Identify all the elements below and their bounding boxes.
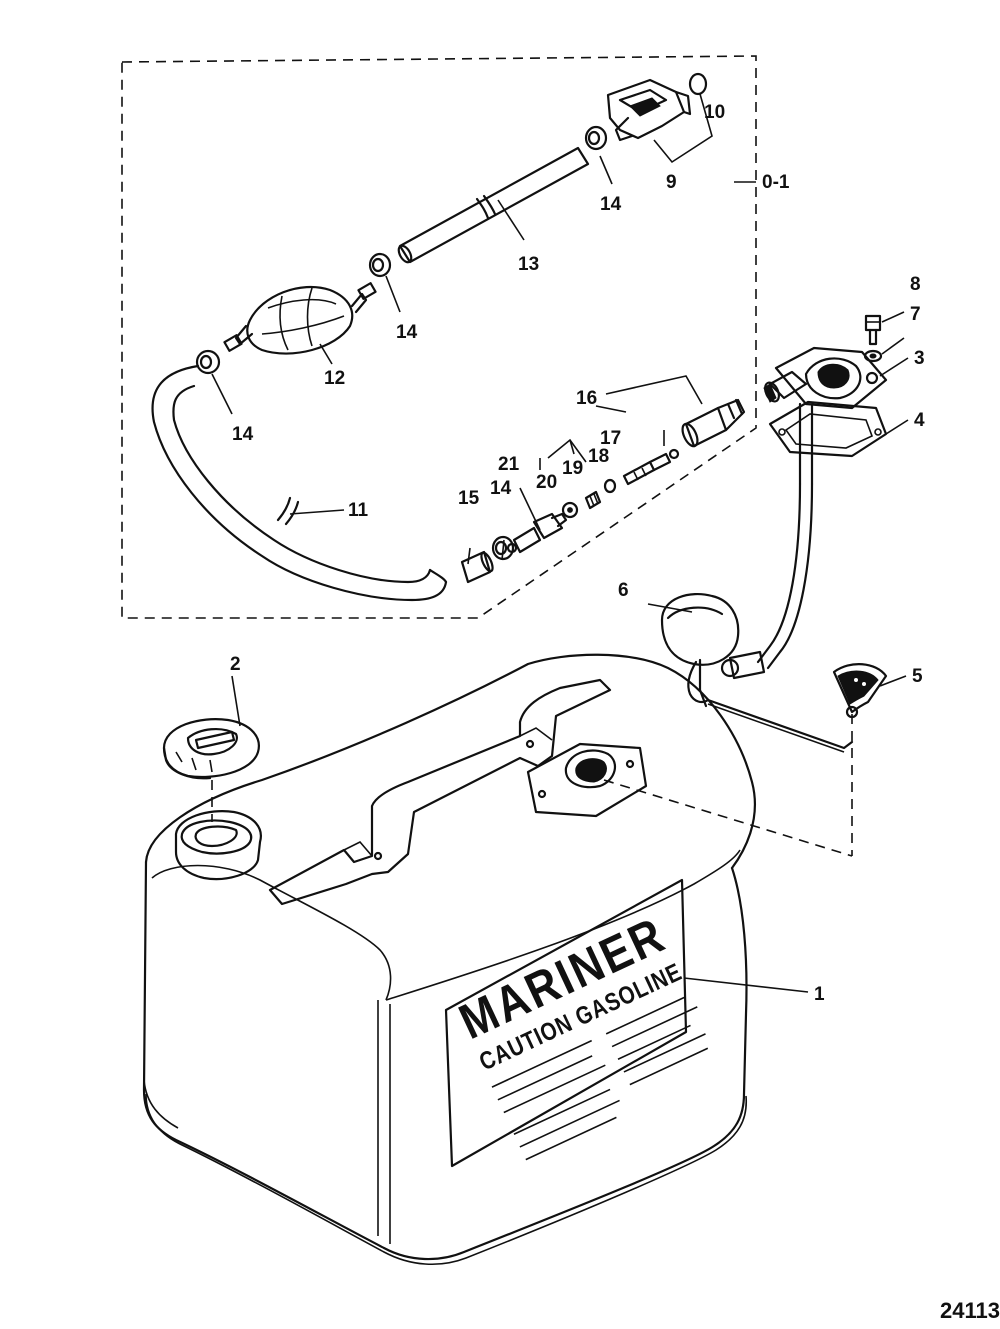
callout-14-upper: 14 bbox=[600, 194, 622, 215]
float-rod bbox=[706, 698, 854, 750]
figure-number: 24113 bbox=[940, 1298, 1000, 1323]
washer bbox=[863, 349, 883, 363]
warning-label: MARINER CAUTION GASOLINE bbox=[444, 878, 709, 1168]
label-fine-print-mark bbox=[491, 996, 709, 1161]
hose-lower bbox=[151, 364, 448, 602]
callout-12: 12 bbox=[324, 368, 345, 389]
callout-11: 11 bbox=[348, 500, 369, 521]
sleeve bbox=[460, 550, 494, 584]
callout-15: 15 bbox=[458, 488, 480, 509]
callout-4: 4 bbox=[914, 410, 925, 431]
callout-9: 9 bbox=[666, 172, 677, 193]
fuel-gauge bbox=[832, 663, 888, 719]
clamp-upper-left bbox=[368, 252, 392, 278]
callout-18: 18 bbox=[588, 446, 609, 467]
clamp-bulb-left bbox=[195, 349, 221, 375]
valve bbox=[622, 448, 680, 486]
tank-connector bbox=[681, 398, 746, 448]
screw bbox=[864, 314, 882, 346]
engine-connector bbox=[606, 78, 692, 142]
callout-2: 2 bbox=[230, 654, 241, 675]
callout-21: 21 bbox=[498, 454, 520, 475]
callout-1: 1 bbox=[814, 984, 825, 1005]
gasket bbox=[768, 400, 888, 458]
callout-16: 16 bbox=[576, 388, 597, 409]
callout-5: 5 bbox=[912, 666, 923, 687]
callout-17: 17 bbox=[600, 428, 621, 449]
callout-14-middle: 14 bbox=[396, 322, 418, 343]
hose-upper bbox=[397, 146, 590, 264]
kit-boundary bbox=[121, 55, 757, 619]
callout-10: 10 bbox=[704, 102, 725, 123]
spring bbox=[584, 490, 602, 510]
callout-14-lower: 14 bbox=[490, 478, 512, 499]
clamp-lower bbox=[491, 535, 515, 561]
clamp-upper-right bbox=[584, 125, 608, 151]
o-ring bbox=[688, 72, 708, 96]
callout-19: 19 bbox=[562, 458, 583, 479]
fitting bbox=[506, 512, 568, 554]
tank-cap bbox=[162, 718, 260, 780]
tank-body bbox=[142, 653, 757, 1266]
primer-bulb bbox=[223, 282, 377, 355]
callout-0-1: 0-1 bbox=[762, 172, 790, 193]
callout-3: 3 bbox=[914, 348, 925, 369]
washer-small bbox=[561, 501, 579, 519]
callout-13: 13 bbox=[518, 254, 539, 275]
leader-lines bbox=[211, 93, 909, 993]
callout-7: 7 bbox=[910, 304, 921, 325]
seal bbox=[603, 478, 617, 494]
callout-14-left: 14 bbox=[232, 424, 254, 445]
callout-20: 20 bbox=[536, 472, 557, 493]
callout-labels: 0-1 1 2 3 4 5 6 7 8 9 10 11 12 13 14 14 … bbox=[230, 102, 925, 1005]
callout-6: 6 bbox=[618, 580, 629, 601]
install-path-outlet bbox=[603, 779, 853, 857]
callout-8: 8 bbox=[910, 274, 921, 295]
float bbox=[660, 592, 740, 708]
pickup-tube bbox=[720, 482, 814, 680]
